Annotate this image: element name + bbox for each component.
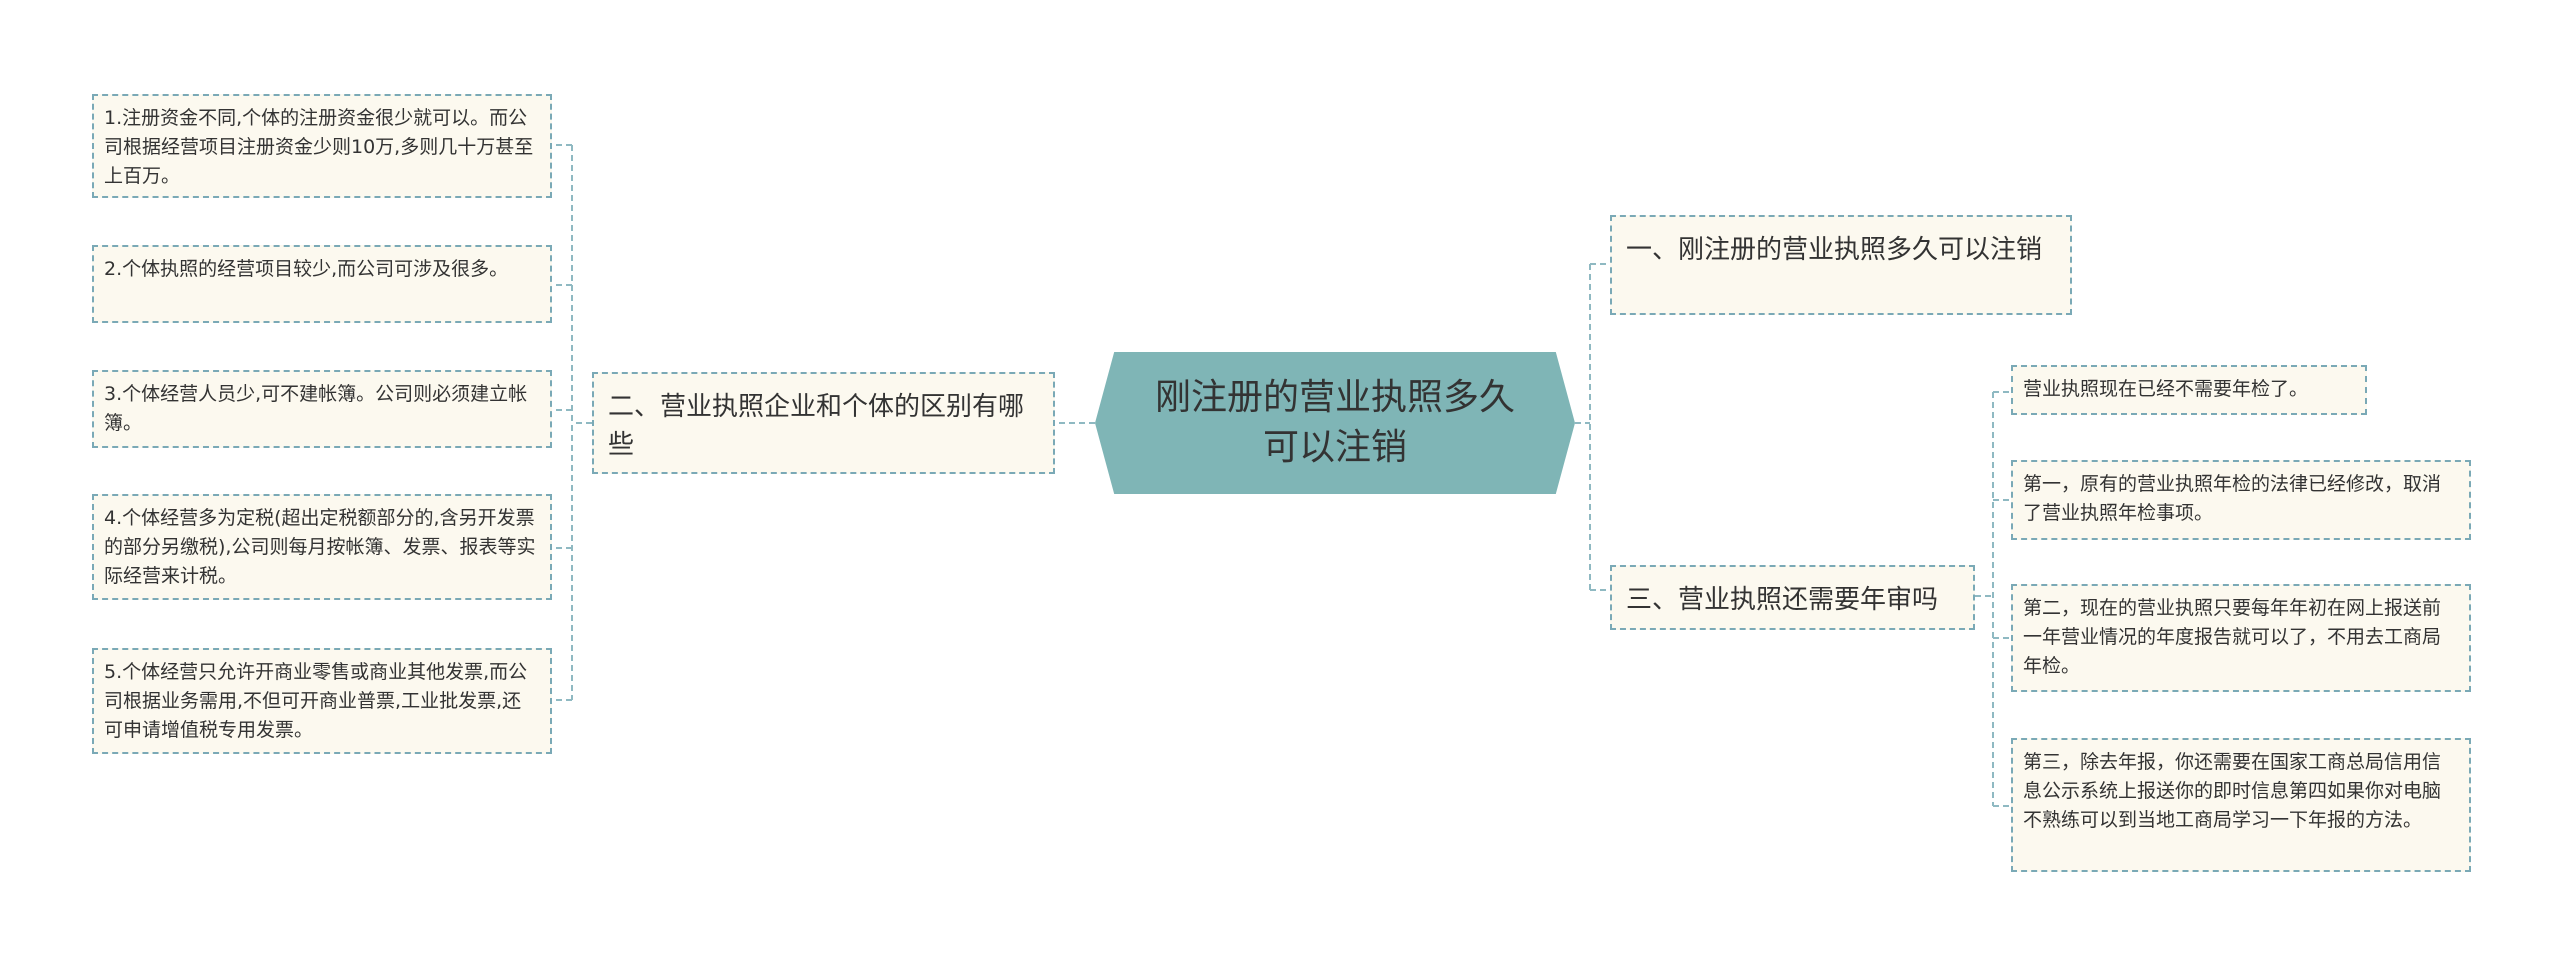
left-leaf-4[interactable]: 4.个体经营多为定税(超出定税额部分的,含另开发票的部分另缴税),公司则每月按帐…	[92, 494, 552, 600]
right-leaf-4[interactable]: 第三，除去年报，你还需要在国家工商总局信用信息公示系统上报送你的即时信息第四如果…	[2011, 738, 2471, 872]
right-leaf-3-text: 第二，现在的营业执照只要每年年初在网上报送前一年营业情况的年度报告就可以了，不用…	[2023, 597, 2442, 677]
branch-node-1[interactable]: 一、刚注册的营业执照多久可以注销	[1610, 215, 2072, 315]
branch-node-2[interactable]: 二、营业执照企业和个体的区别有哪些	[592, 372, 1055, 474]
right-leaf-3[interactable]: 第二，现在的营业执照只要每年年初在网上报送前一年营业情况的年度报告就可以了，不用…	[2011, 584, 2471, 692]
left-leaf-1-text: 1.注册资金不同,个体的注册资金很少就可以。而公司根据经营项目注册资金少则10万…	[104, 107, 534, 187]
left-leaf-2-text: 2.个体执照的经营项目较少,而公司可涉及很多。	[104, 258, 509, 280]
right-leaf-1[interactable]: 营业执照现在已经不需要年检了。	[2011, 365, 2367, 415]
right-leaf-2[interactable]: 第一，原有的营业执照年检的法律已经修改，取消了营业执照年检事项。	[2011, 460, 2471, 540]
left-leaf-4-text: 4.个体经营多为定税(超出定税额部分的,含另开发票的部分另缴税),公司则每月按帐…	[104, 507, 536, 587]
right-leaf-2-text: 第一，原有的营业执照年检的法律已经修改，取消了营业执照年检事项。	[2023, 473, 2442, 524]
root-node-label: 刚注册的营业执照多久可以注销	[1154, 377, 1515, 468]
left-leaf-5[interactable]: 5.个体经营只允许开商业零售或商业其他发票,而公司根据业务需用,不但可开商业普票…	[92, 648, 552, 754]
branch-node-3[interactable]: 三、营业执照还需要年审吗	[1610, 565, 1975, 630]
left-leaf-3[interactable]: 3.个体经营人员少,可不建帐簿。公司则必须建立帐簿。	[92, 370, 552, 448]
left-leaf-3-text: 3.个体经营人员少,可不建帐簿。公司则必须建立帐簿。	[104, 383, 528, 434]
right-leaf-4-text: 第三，除去年报，你还需要在国家工商总局信用信息公示系统上报送你的即时信息第四如果…	[2023, 751, 2442, 831]
branch-node-2-label: 二、营业执照企业和个体的区别有哪些	[608, 392, 1025, 460]
left-leaf-5-text: 5.个体经营只允许开商业零售或商业其他发票,而公司根据业务需用,不但可开商业普票…	[104, 661, 528, 741]
branch-node-1-label: 一、刚注册的营业执照多久可以注销	[1626, 235, 2043, 265]
branch-node-3-label: 三、营业执照还需要年审吗	[1626, 585, 1939, 615]
root-node[interactable]: 刚注册的营业执照多久可以注销	[1095, 352, 1575, 494]
left-leaf-2[interactable]: 2.个体执照的经营项目较少,而公司可涉及很多。	[92, 245, 552, 323]
left-leaf-1[interactable]: 1.注册资金不同,个体的注册资金很少就可以。而公司根据经营项目注册资金少则10万…	[92, 94, 552, 198]
right-leaf-1-text: 营业执照现在已经不需要年检了。	[2023, 378, 2309, 400]
